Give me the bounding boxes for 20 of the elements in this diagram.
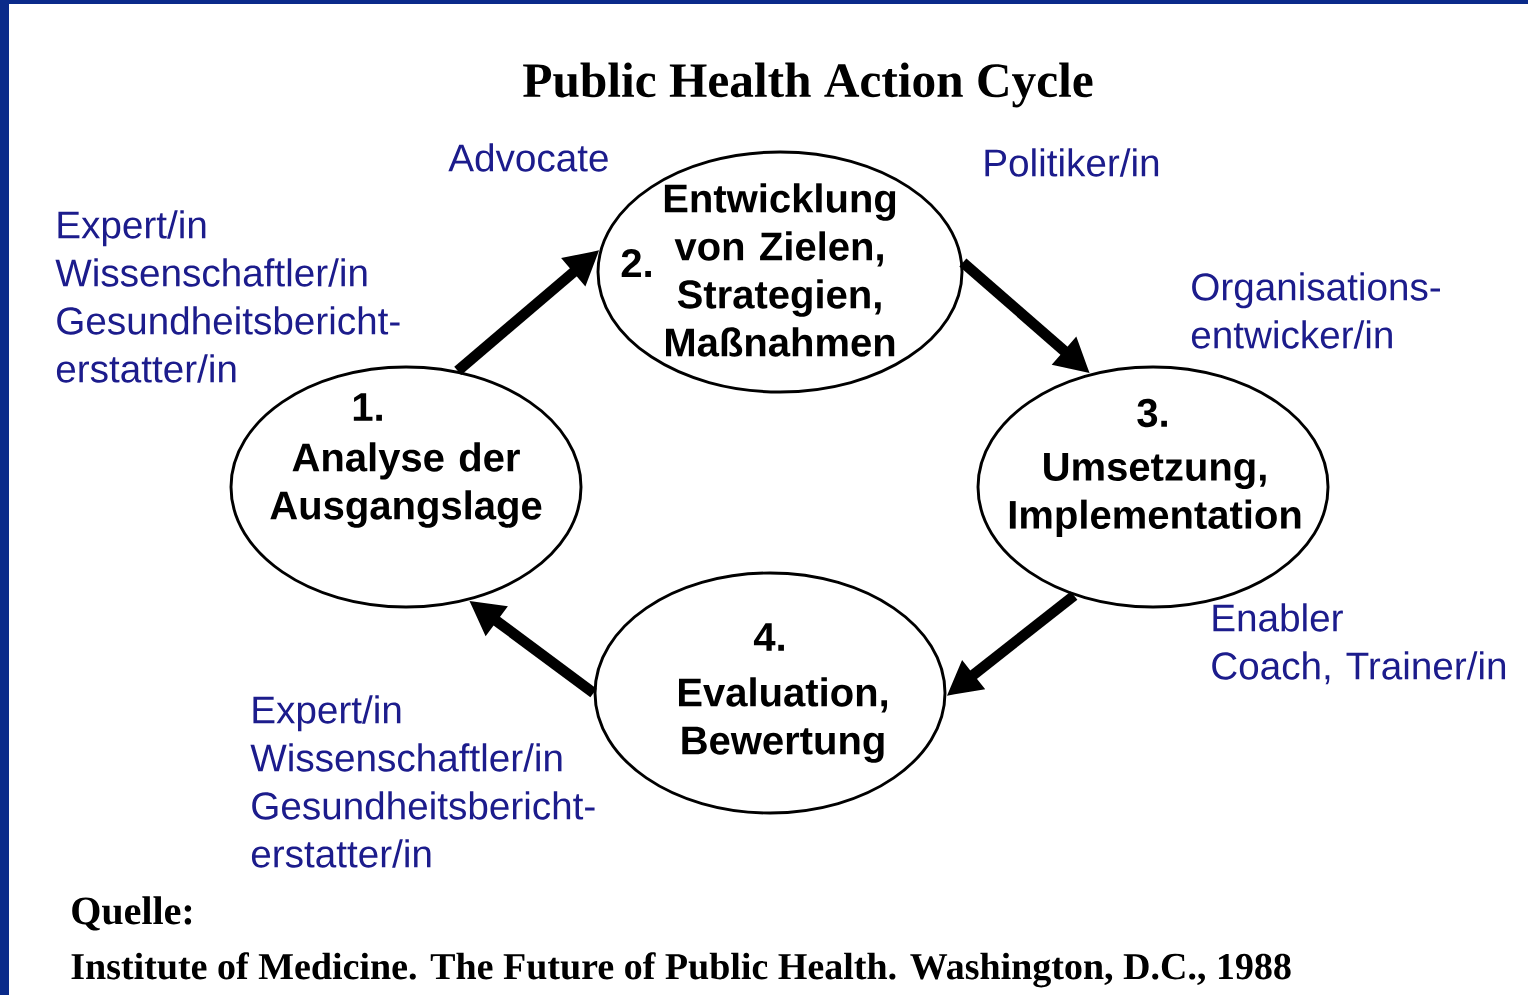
role-label: Coach, Trainer/in: [1212, 651, 1506, 685]
role-label: Gesundheitsbericht-erstatter/in: [56, 306, 400, 383]
role-label: Gesundheitsbericht-erstatter/in: [251, 791, 595, 868]
caption: Institute of Medicine. The Future of Public Health. Washington, D.C., 1988: [71, 952, 1291, 988]
step-label: Entwicklung von Zielen, Strategien, Maßnahmen: [664, 183, 896, 357]
role-label: Advocate: [448, 143, 608, 172]
step-label: Umsetzung, Implementation: [1009, 453, 1301, 537]
step-label: Evaluation, Bewertung: [679, 677, 888, 763]
step-number: 1.: [353, 393, 382, 421]
step-label: Analyse der Ausgangslage: [270, 442, 542, 528]
step-number: 3.: [1137, 398, 1167, 428]
role-label: Expert/in: [58, 210, 206, 247]
role-label: Expert/in: [253, 695, 401, 732]
role-label: Wissenschaftler/in: [55, 258, 367, 287]
title: Public Health Action Cycle: [523, 62, 1093, 108]
role-label: Organisations-entwicker/in: [1191, 272, 1440, 349]
source-label: Quelle:: [72, 896, 192, 931]
step-number: 4.: [753, 623, 784, 651]
role-label: Enabler: [1213, 603, 1343, 632]
step-number: 2.: [621, 249, 651, 277]
